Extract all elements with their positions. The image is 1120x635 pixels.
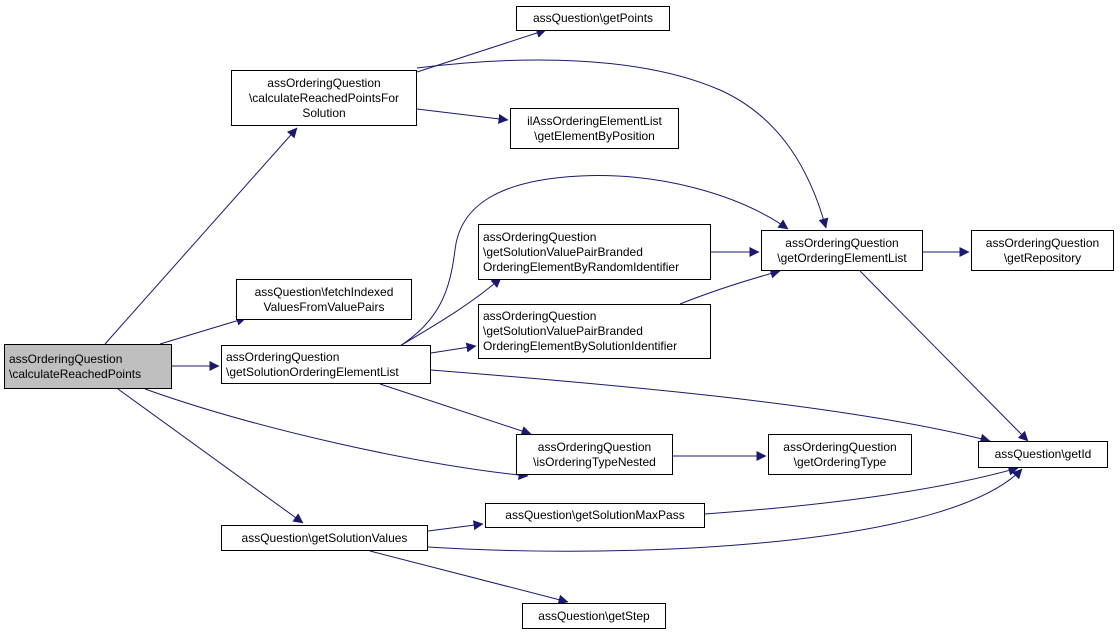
node-get-step[interactable]: assQuestion\getStep [522, 603, 666, 629]
node-label-line: \getElementByPosition [534, 128, 655, 143]
edge-root-to-get-solution-values [117, 388, 304, 524]
node-calculate-reached-points[interactable]: assOrderingQuestion\calculateReachedPoin… [4, 344, 172, 389]
node-is-ordering-type-nested[interactable]: assOrderingQuestion\isOrderingTypeNested [516, 434, 673, 475]
node-label-line: \getSolutionOrderingElementList [226, 364, 399, 379]
edge-solution-values-to-get-id [427, 468, 1023, 552]
node-label-line: assOrderingQuestion [785, 235, 899, 250]
node-label-line: \calculateReachedPoints [9, 366, 142, 381]
edge-max-pass-to-get-id [704, 465, 1019, 515]
edge-solution-values-to-get-step [369, 550, 569, 605]
node-label-line: \isOrderingTypeNested [533, 454, 656, 469]
node-label-line: \getRepository [1003, 250, 1082, 265]
node-label-line: assOrderingQuestion [9, 351, 123, 366]
node-label-line: assOrderingQuestion [537, 439, 652, 454]
edge-calc-to-get-ordering-element-list [416, 59, 829, 229]
node-label-line: \getSolutionValuePairBranded [483, 244, 643, 259]
edge-solution-list-to-get-ordering-element-list [399, 175, 789, 347]
node-label-line: assQuestion\getSolutionMaxPass [505, 508, 685, 522]
node-label-line: assOrderingQuestion [267, 75, 381, 90]
node-get-ordering-element-list[interactable]: assOrderingQuestion\getOrderingElementLi… [761, 230, 923, 271]
edge-solution-values-to-get-solution-max-pass [427, 520, 484, 532]
edge-solution-list-to-branded-solution [430, 342, 477, 354]
node-branded-by-solution-identifier[interactable]: assOrderingQuestion\getSolutionValuePair… [478, 304, 711, 359]
node-label-line: assOrderingQuestion [226, 349, 340, 364]
node-label-line: \getOrderingType [793, 454, 887, 469]
node-get-points[interactable]: assQuestion\getPoints [516, 6, 670, 31]
node-label-line: assQuestion\getSolutionValues [241, 530, 408, 545]
node-get-repository[interactable]: assOrderingQuestion\getRepository [971, 230, 1114, 271]
edge-branded-solution-to-get-ordering-element-list [679, 268, 781, 305]
node-label-line: \getSolutionValuePairBranded [483, 324, 643, 338]
node-calculate-reached-points-for-solution[interactable]: assOrderingQuestion\calculateReachedPoin… [231, 70, 417, 126]
node-get-id[interactable]: assQuestion\getId [978, 441, 1108, 468]
node-get-solution-values[interactable]: assQuestion\getSolutionValues [221, 525, 428, 551]
node-label-line: assOrderingQuestion [783, 439, 897, 454]
edge-root-to-fetch-indexed [159, 315, 247, 345]
node-label-line: \calculateReachedPointsFor [248, 90, 400, 105]
node-label-line: assOrderingQuestion [483, 309, 597, 323]
edge-solution-list-to-get-id [430, 369, 991, 444]
node-label-line: assQuestion\fetchIndexed [254, 284, 394, 299]
node-get-solution-max-pass[interactable]: assQuestion\getSolutionMaxPass [485, 503, 705, 528]
node-get-ordering-type[interactable]: assOrderingQuestion\getOrderingType [768, 434, 912, 475]
node-label-line: Solution [302, 105, 346, 120]
node-label-line: ValuesFromValuePairs [263, 299, 385, 314]
edge-root-to-get-solution-max-pass [144, 388, 529, 481]
node-branded-by-random-identifier[interactable]: assOrderingQuestion\getSolutionValuePair… [478, 224, 711, 280]
node-label-line: ilAssOrderingElementList [527, 113, 662, 128]
node-label-line: assQuestion\getStep [538, 608, 650, 623]
node-label-line: assQuestion\getId [994, 447, 1092, 461]
node-get-element-by-position[interactable]: ilAssOrderingElementList\getElementByPos… [510, 108, 679, 149]
edge-solution-list-to-is-nested [379, 383, 532, 436]
node-label-line: OrderingElementBySolutionIdentifier [483, 339, 678, 353]
node-label-line: assOrderingQuestion [483, 229, 597, 244]
node-label-line: \getOrderingElementList [777, 250, 907, 265]
node-label-line: assOrderingQuestion [985, 235, 1100, 250]
edge-solution-list-to-branded-random [399, 277, 502, 347]
node-get-solution-ordering-element-list[interactable]: assOrderingQuestion\getSolutionOrderingE… [221, 345, 431, 384]
edge-root-to-calculate-for-solution [104, 127, 298, 345]
edge-calc-to-get-element-by-position [416, 108, 509, 124]
edge-get-ordering-element-list-to-get-id [859, 270, 1029, 442]
node-label-line: assQuestion\getPoints [532, 11, 654, 25]
node-label-line: OrderingElementByRandomIdentifier [483, 259, 680, 274]
